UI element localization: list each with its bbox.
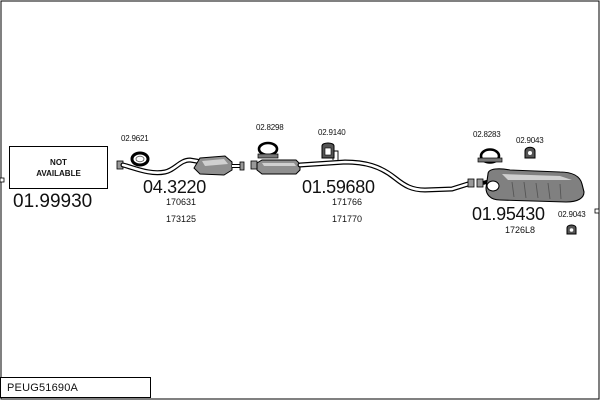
gasket-ring xyxy=(130,151,150,167)
part-number-rear: 01.95430 xyxy=(472,204,545,224)
part-number-front: 01.99930 xyxy=(13,191,93,212)
ref-front-pipe-2: 173125 xyxy=(166,214,197,224)
accessory-code-hanger-rear-side: 02.9043 xyxy=(558,210,586,219)
not-available-box: NOT AVAILABLE xyxy=(9,146,108,189)
accessory-code-gasket-front: 02.9621 xyxy=(121,134,149,143)
not-available-line1: NOT xyxy=(50,157,67,167)
part-number-front-pipe: 04.3220 xyxy=(143,177,206,197)
accessory-code-clamp-rear: 02.8283 xyxy=(473,130,501,139)
ref-front-pipe-1: 170631 xyxy=(166,197,197,207)
clamp-rear xyxy=(477,148,503,164)
ref-middle-2: 171770 xyxy=(332,214,363,224)
part-number-middle: 01.59680 xyxy=(302,177,375,197)
hanger-mid xyxy=(321,142,335,159)
hanger-rear-top xyxy=(524,146,536,159)
middle-silencer-pipe xyxy=(250,150,475,193)
accessory-code-hanger-rear-top: 02.9043 xyxy=(516,136,544,145)
not-available-line2: AVAILABLE xyxy=(36,168,81,178)
ref-middle-1: 171766 xyxy=(332,197,363,207)
accessory-code-clamp-mid: 02.8298 xyxy=(256,123,284,132)
rear-silencer xyxy=(476,168,585,203)
accessory-code-hanger-mid: 02.9140 xyxy=(318,128,346,137)
clamp-mid xyxy=(257,141,279,159)
front-pipe-with-catalyst xyxy=(116,155,245,176)
ref-rear-1: 1726L8 xyxy=(505,225,536,235)
hanger-rear-side xyxy=(566,224,577,235)
left-edge-marker xyxy=(0,177,5,183)
kit-code-label: PEUG51690A xyxy=(0,377,151,398)
right-edge-marker xyxy=(594,208,600,214)
